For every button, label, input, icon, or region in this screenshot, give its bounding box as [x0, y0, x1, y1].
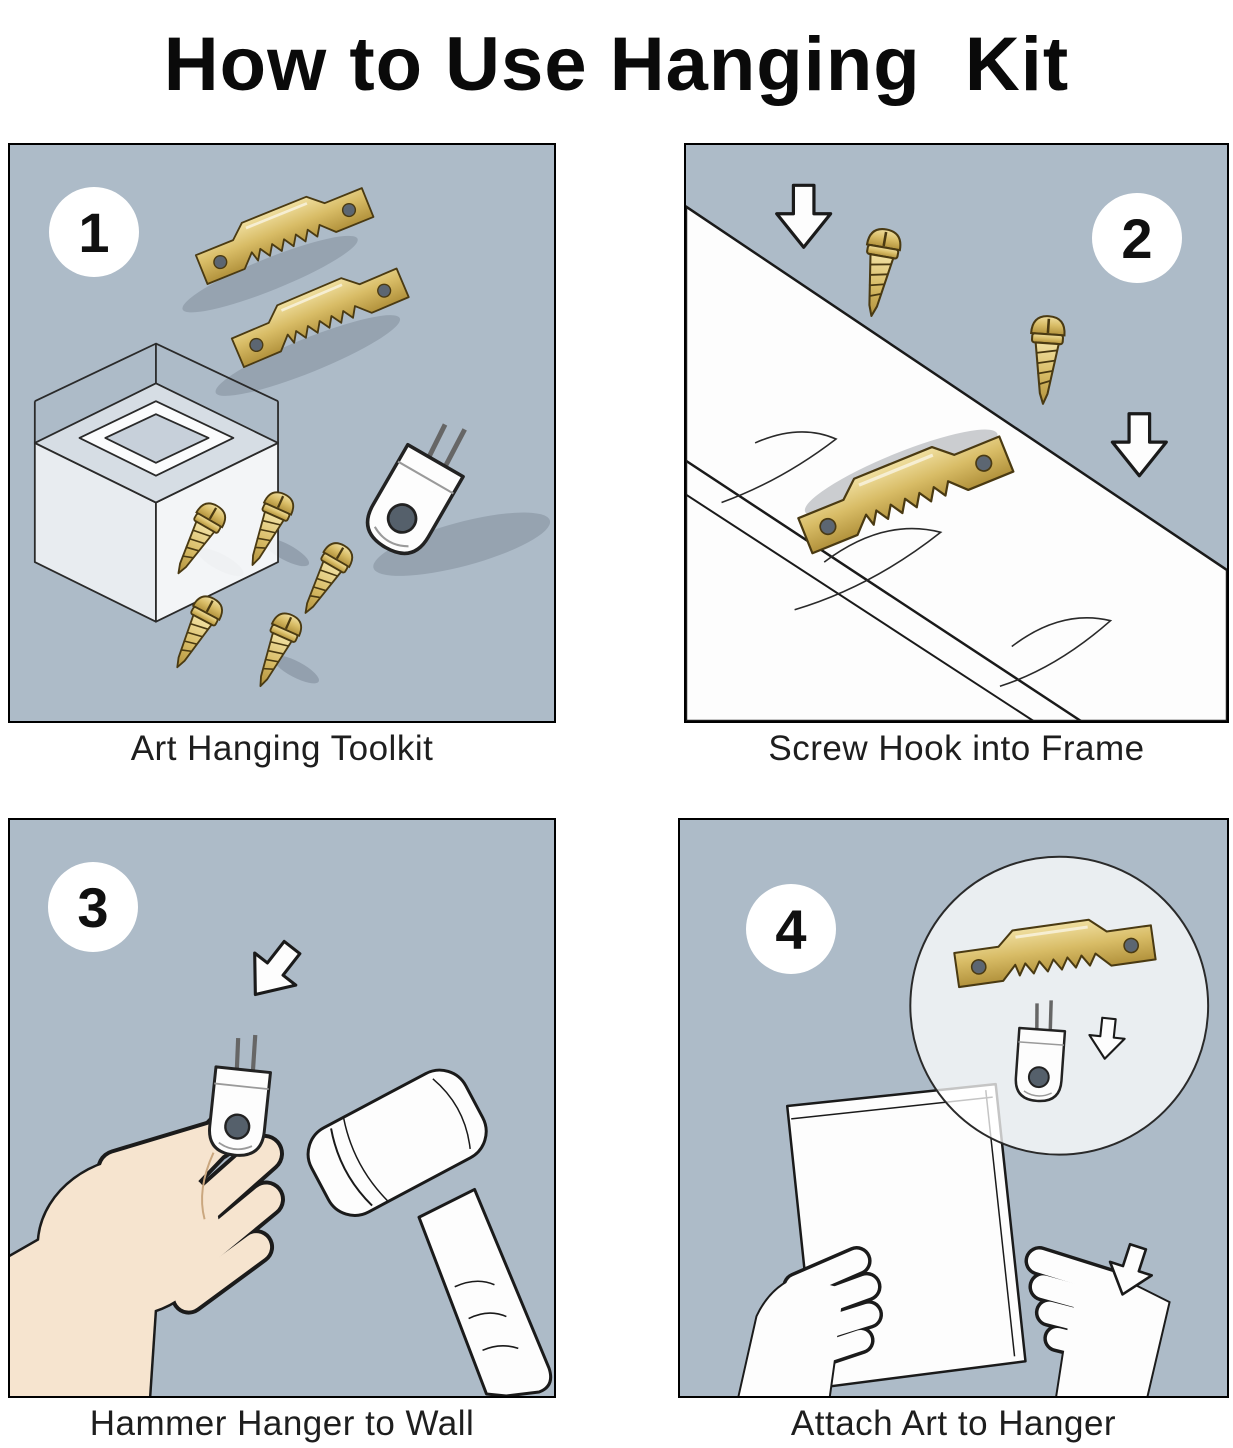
step-panel-1: 1 — [8, 143, 556, 723]
step-number-badge: 2 — [1092, 193, 1182, 283]
hand-icon — [10, 1094, 285, 1396]
hammer-icon — [306, 1068, 553, 1396]
step-number-badge: 3 — [48, 862, 138, 952]
step-caption-2: Screw Hook into Frame — [768, 729, 1145, 768]
step-panel-3: 3 — [8, 818, 556, 1398]
magnifier-detail — [909, 855, 1210, 1156]
step-4-illustration — [737, 855, 1210, 1396]
wall-hook-icon — [207, 1031, 274, 1158]
step-caption-1: Art Hanging Toolkit — [130, 729, 434, 768]
hand-icon — [737, 1246, 884, 1396]
step-caption-4: Attach Art to Hanger — [790, 1404, 1117, 1443]
step-panel-4: 4 — [678, 818, 1229, 1398]
screw-icon — [245, 608, 307, 694]
arrow-down-icon — [775, 183, 833, 249]
arrow-down-icon — [233, 929, 315, 1013]
step-2-illustration — [686, 183, 1227, 721]
step-number-badge: 1 — [49, 187, 139, 277]
step-panel-2: 2 — [684, 143, 1229, 723]
page-title: How to Use Hanging Kit — [163, 21, 1070, 107]
step-number-badge: 4 — [746, 884, 836, 974]
step-3-illustration — [10, 929, 553, 1396]
hand-icon — [1024, 1246, 1171, 1396]
screw-icon — [853, 225, 905, 321]
step-1-illustration — [33, 174, 551, 694]
screw-icon — [291, 537, 359, 622]
screw-icon — [1025, 313, 1067, 407]
arrow-down-icon — [1110, 412, 1168, 478]
step-caption-3: Hammer Hanger to Wall — [89, 1404, 475, 1443]
